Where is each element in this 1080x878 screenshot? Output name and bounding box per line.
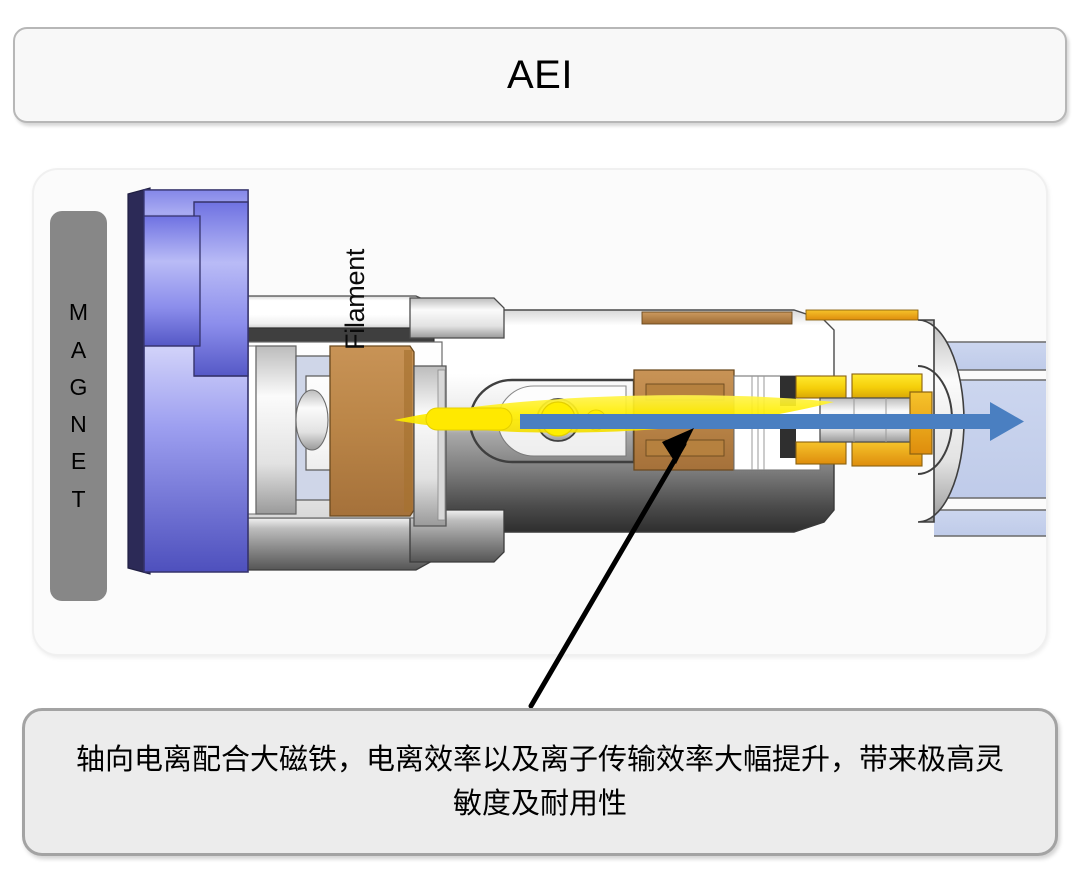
front-collar-bottom bbox=[219, 517, 435, 571]
front-collar-top bbox=[219, 295, 435, 329]
source-ring bbox=[255, 345, 297, 515]
filament-block-edge bbox=[404, 350, 412, 512]
center-lens-slot-lower bbox=[645, 439, 725, 457]
ion-beam-arrowhead bbox=[990, 402, 1024, 441]
repeller-bore bbox=[295, 389, 329, 451]
barrel-step-upper bbox=[409, 297, 505, 339]
barrel-copper-strip-left bbox=[641, 311, 793, 325]
page-title: AEI bbox=[507, 53, 573, 97]
magnet-label-chip: M A G N E T bbox=[50, 211, 107, 601]
title-panel: AEI bbox=[13, 27, 1067, 123]
magnet-hub bbox=[193, 201, 249, 377]
lens-bracket-dark-2 bbox=[780, 428, 796, 458]
filament-label-text: Filament bbox=[340, 248, 370, 350]
magnet-hub-inner bbox=[143, 215, 201, 347]
ion-beam-shaft bbox=[520, 414, 990, 429]
lens-plate-1-bottom bbox=[795, 441, 847, 465]
filament-wire bbox=[425, 407, 513, 431]
magnet-assembly bbox=[127, 187, 249, 575]
ion-volume-wall-edge bbox=[437, 369, 446, 521]
ion-source-diagram: M A G N E T Filament bbox=[34, 170, 1046, 654]
ion-source-cutaway-illustration bbox=[127, 187, 1046, 575]
magnet-label-text: M A G N E T bbox=[68, 299, 89, 512]
diagram-panel: M A G N E T Filament bbox=[32, 168, 1048, 656]
barrel-gold-strip-right bbox=[805, 309, 919, 321]
ion-beam-arrow bbox=[520, 402, 1024, 441]
caption-panel: 轴向电离配合大磁铁，电离效率以及离子传输效率大幅提升，带来极高灵敏度及耐用性 bbox=[22, 708, 1058, 856]
front-collar-shadow bbox=[219, 327, 435, 343]
filament-block bbox=[329, 345, 415, 517]
caption-text: 轴向电离配合大磁铁，电离效率以及离子传输效率大幅提升，带来极高灵敏度及耐用性 bbox=[75, 743, 1004, 820]
